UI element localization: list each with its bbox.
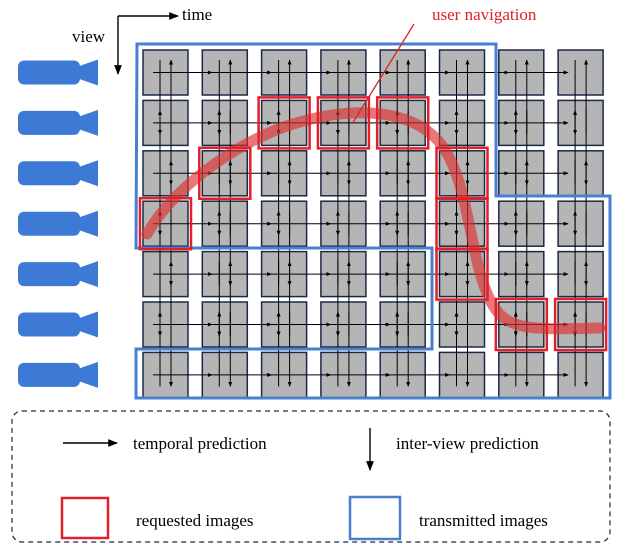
camera-icon (18, 261, 98, 288)
legend: temporal prediction inter-view predictio… (11, 410, 611, 543)
requested-cell (257, 96, 311, 150)
camera-icon (18, 210, 98, 237)
requested-images-label: requested images (136, 511, 254, 530)
axes: time view (72, 5, 212, 75)
requested-cell (435, 247, 489, 301)
transmitted-images-label: transmitted images (419, 511, 548, 530)
requested-swatch (60, 496, 110, 540)
time-label: time (182, 5, 212, 24)
camera-icon (18, 361, 98, 388)
requested-cell (553, 297, 608, 352)
requested-cell (198, 146, 252, 201)
transmitted-region (134, 42, 612, 400)
temporal-prediction-label: temporal prediction (133, 434, 267, 453)
frame-cell (142, 250, 189, 298)
user-navigation-label: user navigation (432, 5, 537, 24)
requested-cell (316, 96, 371, 150)
legend-box (11, 410, 611, 543)
camera-icon (18, 109, 98, 136)
view-label: view (72, 27, 106, 46)
camera-icon (18, 59, 98, 86)
camera-icon (18, 311, 98, 338)
user-navigation-path (141, 107, 606, 335)
transmitted-swatch (348, 495, 402, 541)
requested-cell (375, 96, 430, 150)
inter-view-prediction-label: inter-view prediction (396, 434, 539, 453)
user-navigation-pointer (351, 23, 415, 125)
requested-cell (138, 196, 193, 251)
user-navigation-annotation: user navigation (351, 5, 537, 125)
camera-icon (18, 160, 98, 187)
requested-cell (494, 297, 549, 352)
requested-cells (138, 96, 608, 352)
camera-column (18, 59, 98, 388)
